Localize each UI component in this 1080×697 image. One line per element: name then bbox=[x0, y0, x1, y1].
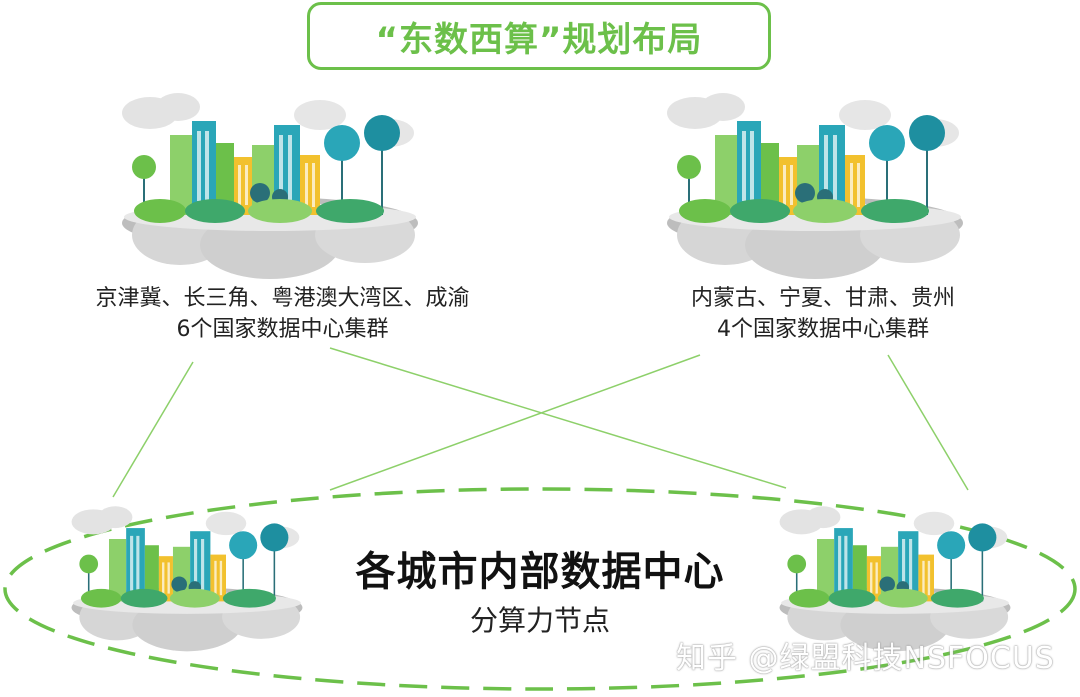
west-cluster-regions: 内蒙古、宁夏、甘肃、贵州 bbox=[690, 286, 955, 311]
connector-line bbox=[887, 354, 969, 491]
city-island-icon bbox=[778, 505, 1012, 653]
connector-line bbox=[329, 354, 701, 491]
city-island-icon bbox=[121, 92, 419, 280]
west-cluster-count: 4个国家数据中心集群 bbox=[717, 317, 929, 342]
city-datacenter-subtitle: 分算力节点 bbox=[469, 604, 610, 637]
east-cluster-caption: 京津冀、长三角、粤港澳大湾区、成渝 6个国家数据中心集群 bbox=[20, 283, 545, 345]
page-title: “东数西算”规划布局 bbox=[375, 19, 703, 60]
city-datacenter-title: 各城市内部数据中心 bbox=[355, 549, 725, 595]
title-box: “东数西算”规划布局 bbox=[307, 2, 771, 70]
watermark-text: 知乎 @绿盟科技NSFOCUS bbox=[676, 641, 1055, 676]
city-nodes-ellipse bbox=[3, 487, 1077, 691]
connector-line bbox=[329, 347, 787, 489]
connector-line bbox=[112, 361, 194, 498]
east-cluster-regions: 京津冀、长三角、粤港澳大湾区、成渝 bbox=[95, 286, 470, 311]
connector-lines bbox=[112, 347, 969, 498]
city-island-icon bbox=[70, 505, 304, 653]
west-cluster-caption: 内蒙古、宁夏、甘肃、贵州 4个国家数据中心集群 bbox=[628, 283, 1018, 345]
city-island-icon bbox=[666, 92, 964, 280]
east-cluster-count: 6个国家数据中心集群 bbox=[176, 317, 389, 342]
